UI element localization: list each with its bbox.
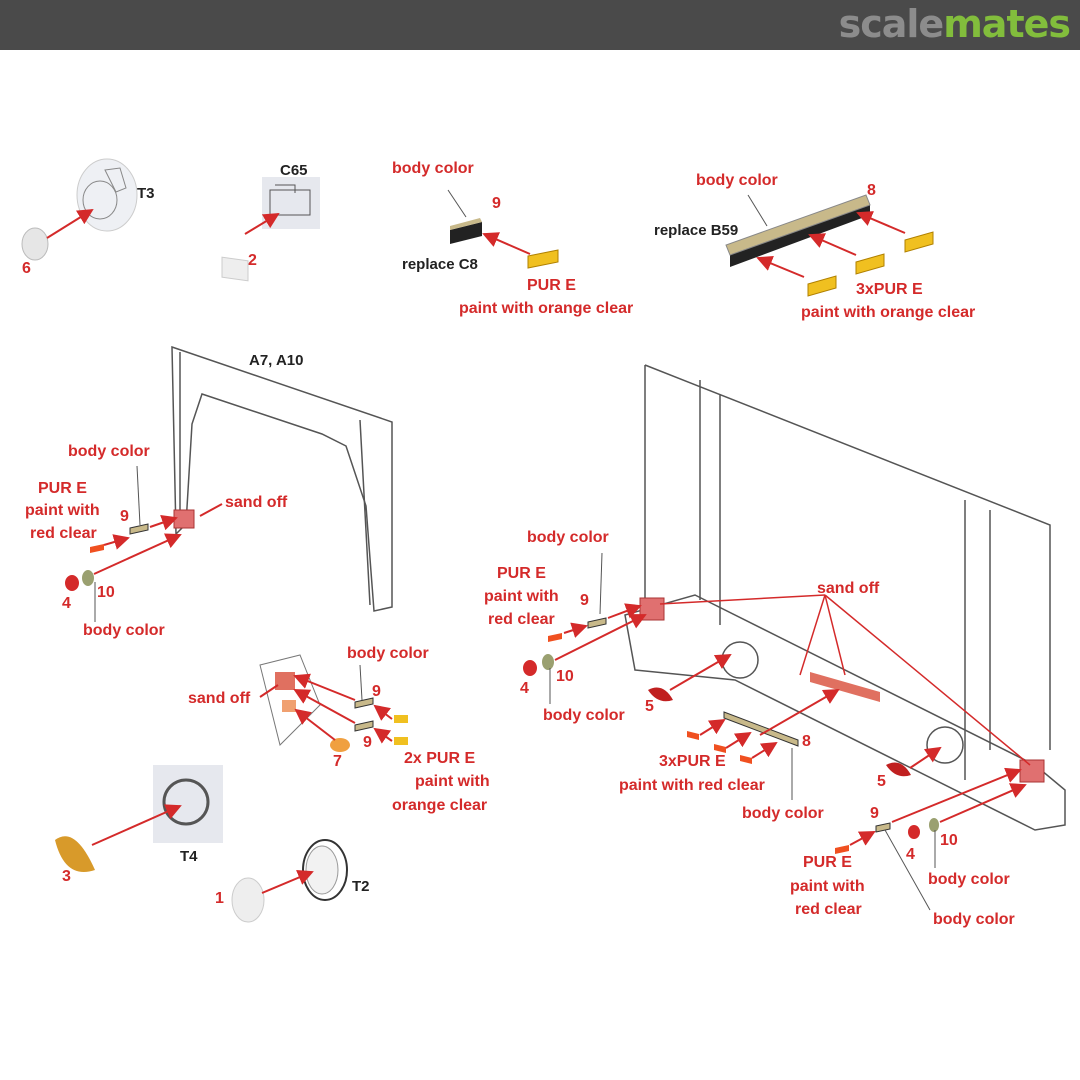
c8-paint-note: paint with orange clear [459, 300, 634, 317]
b59-body-color: body color [696, 172, 778, 189]
part-t3: T3 [137, 185, 155, 202]
t3-part [76, 158, 138, 232]
right-paint-2: paint with red clear [619, 777, 765, 794]
mid-paint-2: orange clear [392, 797, 488, 814]
b59-part-8: 8 [867, 182, 876, 199]
right-pur-e-3: PUR E [803, 854, 852, 871]
right-part-9a: 9 [580, 592, 589, 609]
right-body-color-1: body color [527, 529, 609, 546]
left-part-4: 4 [62, 595, 71, 612]
right-part-8: 8 [802, 733, 811, 750]
mid-part-9a: 9 [372, 683, 381, 700]
part-a7-a10: A7, A10 [249, 352, 304, 369]
left-sand-off: sand off [225, 494, 288, 511]
left-part-10: 10 [97, 584, 115, 601]
frame-right [624, 364, 1066, 831]
right-body-color-3: body color [742, 805, 824, 822]
lens-2 [221, 256, 249, 282]
part-number-2: 2 [248, 252, 257, 269]
right-part-4b: 4 [906, 846, 915, 863]
c8-part-9: 9 [492, 195, 501, 212]
left-part-9: 9 [120, 508, 129, 525]
right-body-color-4: body color [928, 871, 1010, 888]
left-paint-2: red clear [30, 525, 97, 542]
left-pur-e: PUR E [38, 480, 87, 497]
mid-pur-e: 2x PUR E [404, 750, 476, 767]
part-number-6: 6 [22, 260, 31, 277]
right-part-4a: 4 [520, 680, 529, 697]
b59-paint-note: paint with orange clear [801, 304, 976, 321]
right-paint-3b: red clear [795, 901, 862, 918]
scalemates-logo[interactable]: scalemates [838, 2, 1071, 46]
replace-b59: replace B59 [654, 222, 739, 239]
right-pur-e-2: 3xPUR E [659, 753, 726, 770]
right-pur-e-1: PUR E [497, 565, 546, 582]
part-t4: T4 [180, 848, 198, 865]
right-sand-off: sand off [817, 580, 880, 597]
part-number-3: 3 [62, 868, 71, 885]
left-paint-1: paint with [25, 502, 100, 519]
site-header: scalemates [0, 0, 1080, 50]
part-c65: C65 [280, 162, 308, 179]
left-body-color-2: body color [83, 622, 165, 639]
right-paint-1a: paint with [484, 588, 559, 605]
right-part-5a: 5 [645, 698, 654, 715]
right-part-9b: 9 [870, 805, 879, 822]
part-t2: T2 [352, 878, 370, 895]
replace-c8: replace C8 [402, 256, 478, 273]
left-body-color: body color [68, 443, 150, 460]
mid-paint-1: paint with [415, 773, 490, 790]
lens-3 [55, 836, 95, 872]
right-body-color-2: body color [543, 707, 625, 724]
mid-body-color: body color [347, 645, 429, 662]
b59-pur-e: 3xPUR E [856, 281, 923, 298]
right-body-color-5: body color [933, 911, 1015, 928]
mid-part-7: 7 [333, 753, 342, 770]
right-paint-1b: red clear [488, 611, 555, 628]
mid-part-9b: 9 [363, 734, 372, 751]
right-part-10b: 10 [940, 832, 958, 849]
c8-pur-e: PUR E [527, 277, 576, 294]
lens-6 [21, 227, 49, 261]
lens-7 [330, 738, 350, 752]
lens-1 [231, 877, 265, 923]
right-part-5b: 5 [877, 773, 886, 790]
mid-sand-off: sand off [188, 690, 251, 707]
right-paint-3a: paint with [790, 878, 865, 895]
c8-body-color: body color [392, 160, 474, 177]
part-number-1: 1 [215, 890, 224, 907]
frame-a7-a10 [171, 345, 393, 612]
right-part-10a: 10 [556, 668, 574, 685]
